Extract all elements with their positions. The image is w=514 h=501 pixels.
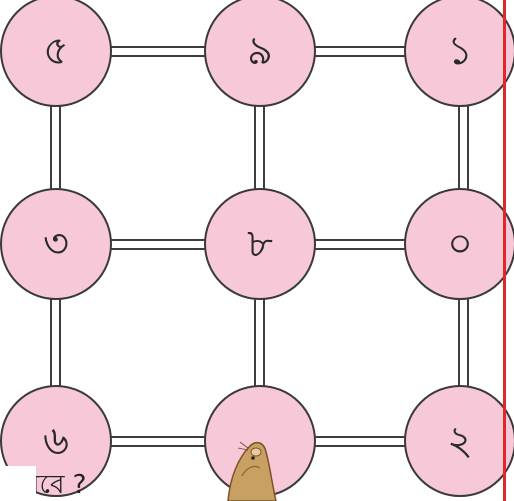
grid-cell-r3-c3: ২ <box>404 385 514 497</box>
connector-c2-r2r3 <box>254 295 265 395</box>
connector-r1-c2c3 <box>310 46 410 57</box>
connector-r2-c1c2 <box>110 239 210 250</box>
grid-cell-r2-c2: ৮ <box>204 188 316 300</box>
connector-c3-r2r3 <box>458 295 469 395</box>
mouse-icon <box>220 438 284 501</box>
connector-c3-r1r2 <box>458 100 469 200</box>
grid-cell-r1-c1: ৫ <box>0 0 112 107</box>
connector-r2-c2c3 <box>310 239 410 250</box>
connector-c2-r1r2 <box>254 100 265 200</box>
connector-c1-r1r2 <box>50 100 61 200</box>
text-crop-mask <box>0 466 36 501</box>
grid-cell-r1-c3: ১ <box>404 0 514 107</box>
connector-r1-c1c2 <box>110 46 210 57</box>
page-margin-line <box>503 0 506 501</box>
connector-r3-c1c2 <box>110 436 210 447</box>
grid-cell-r2-c1: ৩ <box>0 188 112 300</box>
connector-r3-c2c3 <box>310 436 410 447</box>
connector-c1-r2r3 <box>50 295 61 395</box>
grid-cell-r1-c2: ৯ <box>204 0 316 107</box>
grid-cell-r2-c3: ০ <box>404 188 514 300</box>
